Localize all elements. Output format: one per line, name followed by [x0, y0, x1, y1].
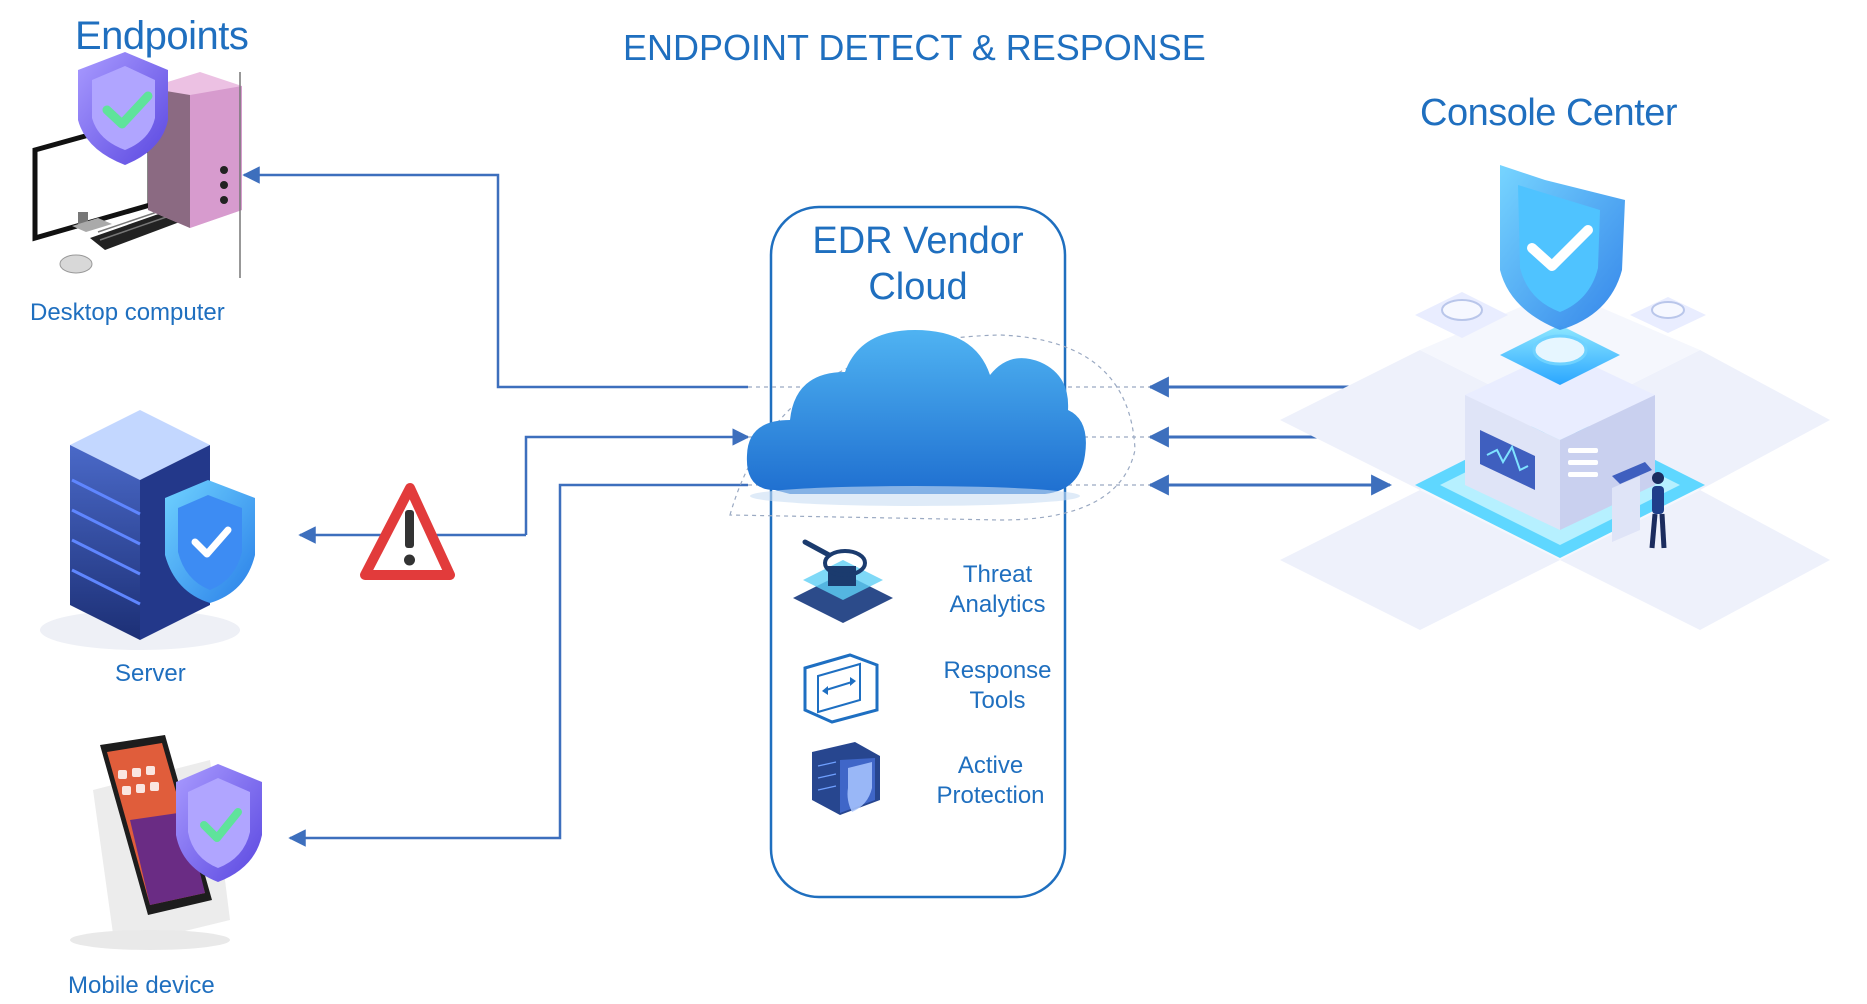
- threat-analytics-label: Threat Analytics: [949, 561, 1046, 618]
- server-label: Server: [115, 660, 186, 687]
- desktop-computer-icon: [32, 52, 242, 278]
- console-center-heading: Console Center: [1420, 92, 1678, 134]
- active-protection-label: Active Protection: [936, 752, 1045, 809]
- cloud-icon: [746, 330, 1086, 506]
- response-tools-icon: [803, 653, 879, 724]
- warning-triangle-icon: [360, 483, 455, 580]
- response-tools-label: Response Tools: [943, 657, 1052, 714]
- diagram-title: ENDPOINT DETECT & RESPONSE: [623, 27, 1206, 68]
- endpoints-heading: Endpoints: [75, 14, 249, 58]
- mobile-device-icon: [70, 735, 262, 950]
- desktop-computer-label: Desktop computer: [30, 299, 225, 326]
- cloud-title: EDR Vendor Cloud: [812, 220, 1024, 308]
- threat-analytics-icon: [793, 539, 893, 623]
- mobile-device-label: Mobile device: [68, 972, 215, 999]
- arrow-desktop-link: [242, 166, 748, 389]
- active-protection-icon: [812, 742, 880, 815]
- console-center-icon: [1280, 165, 1830, 630]
- arrow-mobile-link: [288, 483, 748, 847]
- server-icon: [40, 410, 255, 650]
